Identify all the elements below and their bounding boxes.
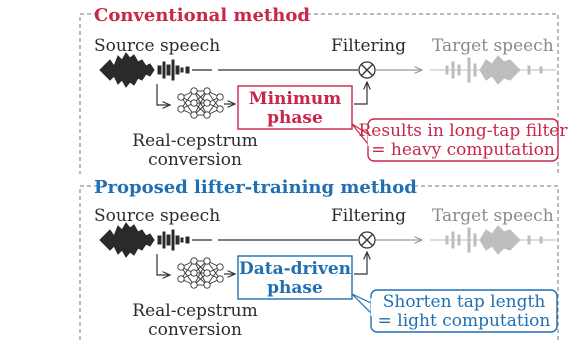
target-waveform-icon — [430, 55, 556, 85]
phase-box-label: phase — [267, 108, 323, 128]
process-label: Real-cepstrum — [132, 301, 257, 321]
process-label: conversion — [148, 320, 242, 340]
phase-box — [237, 255, 353, 300]
callout-text: = light computation — [378, 311, 551, 331]
branch-connector — [156, 84, 170, 105]
source-waveform-icon — [99, 52, 212, 88]
panel-conventional: Conventional method Source speech Filter… — [79, 5, 568, 174]
multiply-icon — [361, 64, 373, 76]
phase-box-label: Minimum — [249, 89, 341, 109]
process-label: Real-cepstrum — [132, 131, 257, 151]
callout-text: Results in long-tap filter — [358, 121, 568, 141]
phase-box-label: Data-driven — [239, 259, 351, 279]
panel-frame — [79, 13, 559, 174]
phase-box — [237, 85, 353, 130]
callout-pointer — [351, 293, 372, 315]
panel-frame — [79, 185, 559, 343]
target-speech-label: Target speech — [432, 206, 554, 226]
phase-to-filter-arrow — [354, 82, 367, 105]
neural-network-icon — [177, 87, 224, 119]
phase-to-filter-arrow — [354, 252, 367, 275]
multiply-icon — [361, 234, 373, 246]
neural-network-icon — [177, 257, 224, 289]
source-waveform-icon — [99, 222, 212, 258]
process-label: conversion — [148, 150, 242, 170]
filtering-label: Filtering — [331, 36, 406, 56]
target-waveform-icon — [430, 225, 556, 255]
branch-connector — [156, 254, 170, 275]
panel-title: Conventional method — [94, 5, 310, 26]
panel-proposed: Proposed lifter-training method Source s… — [79, 177, 559, 343]
filtering-label: Filtering — [331, 206, 406, 226]
callout-text: Shorten tap length — [383, 292, 546, 312]
source-speech-label: Source speech — [94, 206, 220, 226]
source-speech-label: Source speech — [94, 36, 220, 56]
callout-text: = heavy computation — [371, 140, 555, 160]
phase-box-label: phase — [267, 278, 323, 298]
target-speech-label: Target speech — [432, 36, 554, 56]
panel-title: Proposed lifter-training method — [94, 177, 417, 198]
